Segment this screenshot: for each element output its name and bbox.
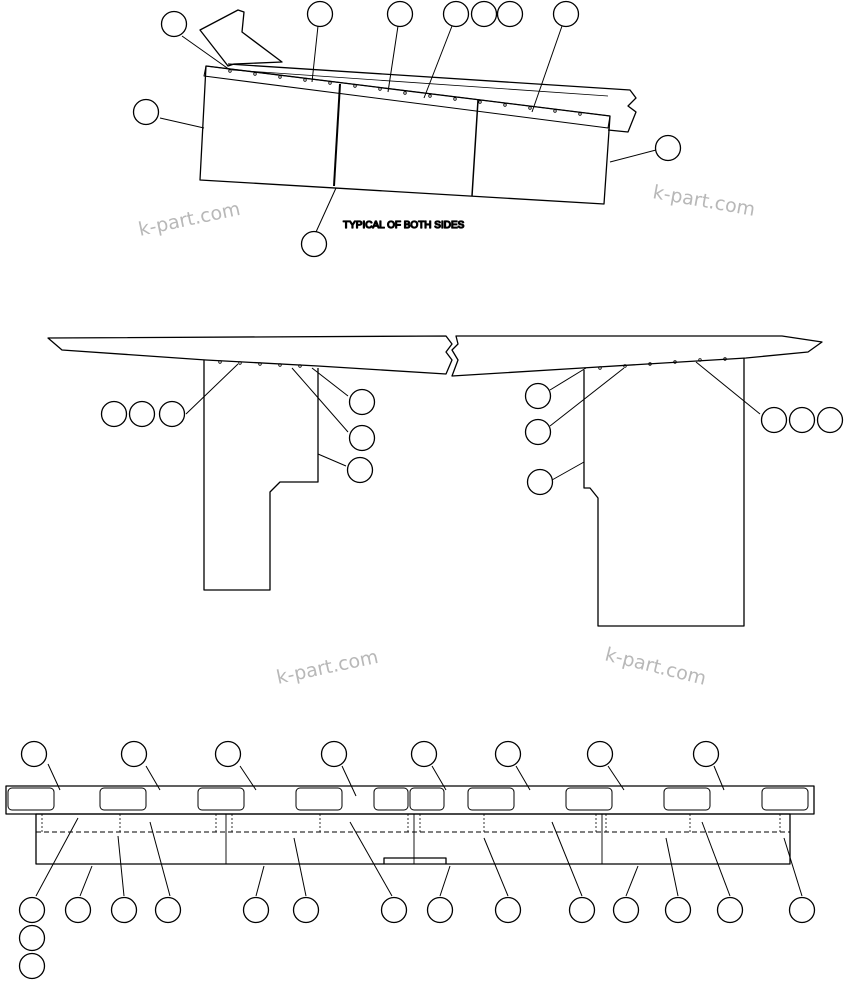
callout-balloon xyxy=(494,896,522,924)
skirt-panel-outline xyxy=(199,65,611,205)
callout-balloon xyxy=(242,896,270,924)
deck-left-half xyxy=(47,335,453,375)
callout-balloon xyxy=(380,896,408,924)
callout-balloon xyxy=(524,382,552,410)
callout-balloon xyxy=(100,400,128,428)
callout-balloon xyxy=(128,400,156,428)
callout-balloon xyxy=(18,896,46,924)
callout-balloon xyxy=(568,896,596,924)
top-view-skirt-assembly: TYPICAL OF BOTH SIDES xyxy=(159,9,657,233)
watermark-3: k-part.com xyxy=(274,646,380,689)
watermark-1: k-part.com xyxy=(136,198,242,241)
callout-balloon xyxy=(716,896,744,924)
callout-balloon xyxy=(494,740,522,768)
panel-seam-1 xyxy=(333,83,341,187)
callout-balloon xyxy=(816,406,844,434)
callout-balloon xyxy=(496,0,524,28)
callout-balloon xyxy=(470,0,498,28)
callout-balloon xyxy=(132,98,160,126)
callout-balloon xyxy=(524,418,552,446)
callout-balloon xyxy=(788,406,816,434)
bottom-leaders xyxy=(35,763,803,897)
watermark-2: k-part.com xyxy=(651,181,757,221)
callout-balloon xyxy=(110,896,138,924)
callout-balloon xyxy=(386,0,414,28)
callout-balloon xyxy=(664,896,692,924)
middle-view-deck xyxy=(47,335,823,627)
watermarks: k-part.com k-part.com k-part.com k-part.… xyxy=(136,181,756,690)
panel-dividers xyxy=(225,814,603,864)
bottom-view-channel xyxy=(5,763,815,897)
clip-boxes xyxy=(7,787,809,811)
bolt-row xyxy=(228,69,582,116)
strap-bracket xyxy=(199,9,283,67)
callout-balloon xyxy=(20,740,48,768)
callout-balloon xyxy=(158,400,186,428)
callout-balloon xyxy=(120,740,148,768)
middle-bolt-rows xyxy=(218,357,727,370)
callout-balloon xyxy=(410,740,438,768)
right-bracket xyxy=(583,358,745,627)
lower-plate xyxy=(35,813,791,865)
callout-balloon xyxy=(346,456,374,484)
deck-right-half xyxy=(451,335,823,377)
callout-balloon xyxy=(160,10,188,38)
callout-balloon xyxy=(348,424,376,452)
callout-balloon xyxy=(552,0,580,28)
callout-balloon xyxy=(426,896,454,924)
top-leaders xyxy=(159,25,657,233)
panel-seam-2 xyxy=(471,99,479,197)
watermark-4: k-part.com xyxy=(603,644,709,690)
lower-notch xyxy=(383,857,447,864)
callout-balloon xyxy=(18,924,46,952)
callout-balloon xyxy=(586,740,614,768)
callout-balloon xyxy=(300,230,328,258)
callout-balloon xyxy=(526,468,554,496)
callout-balloon xyxy=(760,406,788,434)
callout-balloons xyxy=(18,0,844,980)
middle-leaders xyxy=(185,361,761,481)
callout-balloon xyxy=(612,896,640,924)
callout-balloon xyxy=(692,740,720,768)
callout-balloon xyxy=(788,896,816,924)
callout-balloon xyxy=(214,740,242,768)
callout-balloon xyxy=(154,896,182,924)
callout-balloon xyxy=(320,740,348,768)
callout-balloon xyxy=(306,0,334,28)
callout-balloon xyxy=(442,0,470,28)
callout-balloon xyxy=(348,388,376,416)
left-bracket xyxy=(203,360,319,591)
typical-note: TYPICAL OF BOTH SIDES xyxy=(343,220,465,231)
callout-balloon xyxy=(292,896,320,924)
upper-rail xyxy=(227,63,637,133)
callout-balloon xyxy=(18,952,46,980)
callout-balloon xyxy=(654,134,682,162)
fastener-ticks xyxy=(41,814,781,834)
callout-balloon xyxy=(64,896,92,924)
